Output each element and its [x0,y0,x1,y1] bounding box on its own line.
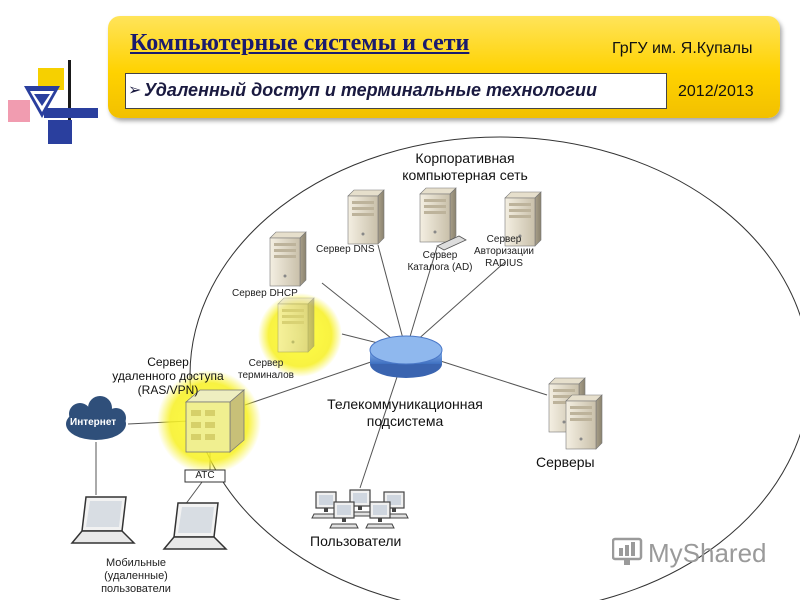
telecom-hub-icon [369,335,443,378]
terminal-server-icon [277,297,315,353]
users-label: Пользователи [310,533,402,549]
remote-access-server-label: Сервер удаленного доступа (RAS/VPN) [112,355,224,397]
catalog-server-label: Сервер Каталога (AD) [407,250,473,273]
mobile-users-label: Мобильные (удаленные) пользователи [101,557,171,595]
subtitle-box [125,73,667,109]
myshared-logo-icon [611,537,643,565]
arrow-bullet-icon: ➢ [128,82,142,99]
atc-label: АТС [195,470,215,481]
page-title: Компьютерные системы и сети [130,30,470,56]
internet-cloud-icon [66,396,126,440]
academic-year: 2012/2013 [678,83,754,100]
dns-server-icon [347,189,385,245]
mobile-laptop-icon [71,496,135,544]
telecom-subsystem-label: Телекоммуникационная подсистема [327,396,483,429]
logo-emblem-icon [24,86,60,118]
dns-server-label: Сервер DNS [316,244,375,255]
dhcp-server-icon [269,231,307,287]
subtitle: Удаленный доступ и терминальные технолог… [144,80,597,100]
terminal-server-label: Сервер терминалов [238,358,294,381]
atc-box [184,469,226,483]
watermark-text: MyShared [648,538,767,568]
catalog-server-icon [419,187,457,243]
internet-label: Интернет [70,417,117,428]
servers-label: Серверы [536,454,595,470]
auth-server-label: Сервер Авторизации RADIUS [474,234,534,269]
network-title: Корпоративная компьютерная сеть [402,150,528,183]
remote-access-server-icon [184,389,246,453]
watermark: MyShared [611,536,767,573]
university-logo [8,60,98,150]
university-name: ГрГУ им. Я.Купалы [612,40,753,57]
dhcp-server-label: Сервер DHCP [232,288,298,299]
